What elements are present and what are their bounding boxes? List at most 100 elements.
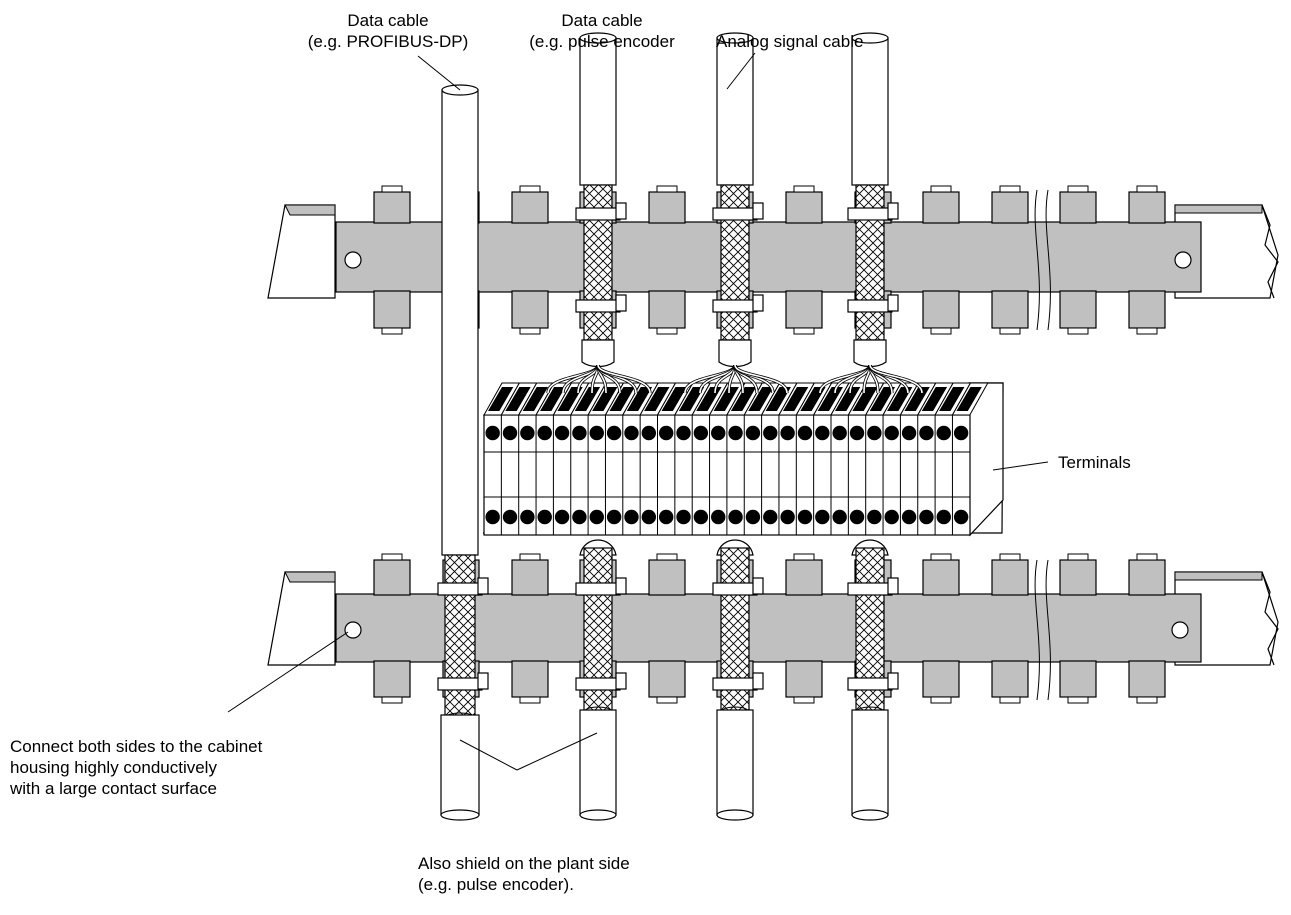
cable-jacket-plant-side: [851, 709, 889, 816]
rail-tooth-notch: [1067, 327, 1089, 335]
terminal-screw-bottom: [884, 509, 899, 525]
terminal-screw-bottom: [867, 509, 882, 525]
rail-tooth-notch: [381, 553, 403, 561]
terminal-screw-bottom: [763, 509, 778, 525]
cable-jacket-plant-side: [440, 714, 480, 816]
rail-tooth-top: [511, 559, 549, 596]
shield-clamp-latch: [752, 202, 764, 220]
cable-jacket: [579, 37, 617, 186]
cable-wire: [597, 364, 651, 394]
rail-tooth-notch: [930, 327, 952, 335]
terminal-slot: [939, 387, 965, 411]
terminal-screw-top: [849, 425, 865, 441]
rail-tooth-bottom: [785, 660, 823, 698]
rail-tooth-bottom: [991, 290, 1029, 329]
rail-tooth-notch: [656, 185, 678, 193]
terminal-screw-top: [919, 425, 934, 441]
terminal-slot: [644, 387, 670, 411]
terminal-slot: [678, 387, 705, 411]
shield-clamp: [437, 582, 483, 596]
cable-end: [716, 32, 754, 44]
rail-tooth-notch: [930, 185, 952, 193]
rail-tooth-notch: [656, 553, 678, 561]
terminal-slot: [852, 387, 878, 411]
cable-jacket: [716, 37, 754, 186]
rail-tooth-bottom: [1059, 660, 1097, 698]
rail-tooth-bottom: [373, 290, 411, 329]
terminal-screw-top: [658, 425, 674, 441]
label-data-cable-profibus: Data cable (e.g. PROFIBUS-DP): [307, 11, 469, 51]
terminal-screw-top: [936, 425, 951, 441]
leader-lines: [227, 52, 1049, 771]
rail-tooth-notch: [1136, 553, 1158, 561]
rail-tooth-top: [991, 191, 1029, 224]
terminal-screw-top: [901, 425, 917, 441]
terminal-screw-top: [537, 425, 552, 441]
cable-end: [851, 32, 889, 44]
terminal-screw-top: [728, 425, 743, 441]
terminal-screw-bottom: [554, 509, 570, 525]
cable-end: [579, 32, 617, 44]
terminal-slot: [661, 387, 687, 411]
rail-tooth-top: [373, 559, 411, 596]
rail-tooth-notch: [930, 696, 952, 704]
terminal-screw-top: [884, 425, 899, 441]
cable-jacket-stub: [853, 339, 887, 368]
cable-end: [716, 809, 754, 821]
terminal-screw-bottom: [606, 509, 622, 525]
terminal-screw-top: [676, 425, 691, 441]
shield-clamp-latch: [887, 577, 899, 595]
shield-clamp-latch: [615, 202, 627, 220]
rail-tooth-notch: [1136, 696, 1158, 704]
rail-tooth-bottom: [785, 290, 823, 329]
shield-clamp-latch: [615, 672, 627, 690]
terminal-slot: [921, 387, 948, 411]
rail-tooth-bottom: [1128, 290, 1166, 329]
rail-tooth-top: [1128, 191, 1166, 224]
terminal-screw-bottom: [780, 509, 795, 525]
rail-tooth-notch: [381, 327, 403, 335]
terminal-screw-bottom: [676, 509, 691, 525]
rail-tooth-bottom: [1059, 290, 1097, 329]
label-data-cable-encoder: Data cable (e.g. pulse encoder: [529, 11, 675, 51]
rail-tooth-top: [922, 559, 960, 596]
terminal-screw-bottom: [901, 509, 917, 525]
terminal-slot: [626, 387, 653, 411]
rail-tooth-notch: [793, 696, 815, 704]
shield-clamp-latch: [887, 294, 899, 312]
terminal-screw-top: [867, 425, 882, 441]
rail-tooth-notch: [999, 553, 1021, 561]
shield-clamp: [847, 207, 893, 221]
rail-tooth-notch: [1067, 696, 1089, 704]
terminal-screw-bottom: [745, 509, 761, 525]
terminal-slot: [540, 387, 566, 411]
shield-clamp: [847, 582, 893, 596]
rail-tooth-notch: [1136, 327, 1158, 335]
rail-tooth-bottom: [511, 290, 549, 329]
lower-rail-hole-right: [1171, 621, 1189, 639]
terminal-screw-bottom: [919, 509, 934, 525]
terminal-screw-bottom: [693, 509, 709, 525]
shield-clamp-latch: [752, 672, 764, 690]
rail-tooth-notch: [656, 327, 678, 335]
rail-tooth-top: [785, 191, 823, 224]
terminal-screw-bottom: [797, 509, 813, 525]
terminal-screw-bottom: [832, 509, 847, 525]
terminal-slot: [592, 387, 618, 411]
terminal-slot: [817, 387, 843, 411]
shield-clamp: [847, 677, 893, 691]
terminal-screw-top: [554, 425, 570, 441]
terminal-screw-bottom: [641, 509, 657, 525]
shield-clamp: [712, 207, 758, 221]
terminal-screw-bottom: [728, 509, 743, 525]
lower-rail-hole-left: [344, 621, 362, 639]
terminal-screw-bottom: [485, 509, 500, 525]
terminal-slot: [609, 387, 635, 411]
rail-tooth-notch: [999, 696, 1021, 704]
shield-clamp: [712, 677, 758, 691]
rail-tooth-notch: [519, 327, 541, 335]
terminal-screw-bottom: [502, 509, 518, 525]
terminal-screw-top: [797, 425, 813, 441]
terminal-slot: [835, 387, 861, 411]
